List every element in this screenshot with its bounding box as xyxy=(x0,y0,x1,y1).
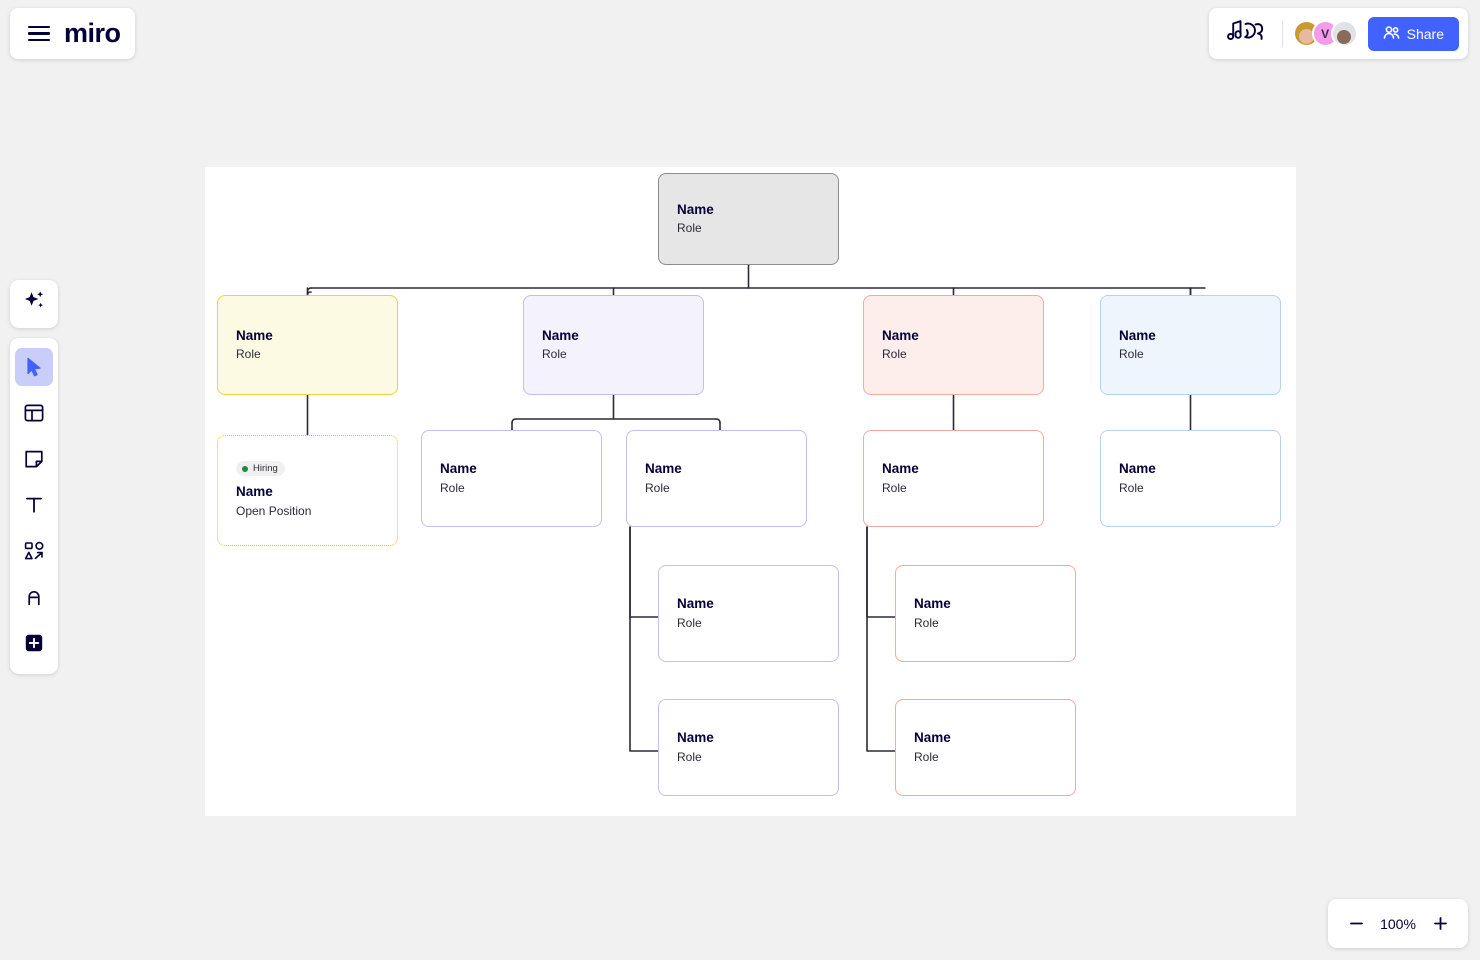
collaborator-avatars: V xyxy=(1292,20,1358,47)
org-node-role: Role xyxy=(645,480,670,495)
org-node-role: Role xyxy=(440,480,465,495)
org-node-role: Role xyxy=(542,347,567,362)
miro-wordmark[interactable]: miro xyxy=(64,18,121,48)
org-node-name: Name xyxy=(882,461,919,477)
org-node-name: Name xyxy=(914,596,951,612)
collaborator-avatar-3[interactable] xyxy=(1330,20,1358,47)
tool-more-apps[interactable] xyxy=(15,624,53,662)
org-node-name: Name xyxy=(677,596,714,612)
org-node-name: Name xyxy=(542,327,579,343)
org-node-name: Name xyxy=(1119,461,1156,477)
people-icon xyxy=(1383,25,1400,43)
hiring-badge: Hiring xyxy=(236,461,285,477)
share-button[interactable]: Share xyxy=(1367,16,1459,51)
org-node-role: Role xyxy=(1119,480,1144,495)
org-node-role: Role xyxy=(236,347,261,362)
org-node-role: Role xyxy=(1119,347,1144,362)
hamburger-menu-icon[interactable] xyxy=(28,26,50,41)
ai-tool-button[interactable] xyxy=(10,280,58,328)
zoom-in-button[interactable] xyxy=(1426,910,1454,938)
sparkle-icon xyxy=(22,289,47,319)
share-button-label: Share xyxy=(1406,25,1444,42)
org-node-name: Name xyxy=(1119,327,1156,343)
tool-templates[interactable] xyxy=(15,394,53,432)
hiring-badge-label: Hiring xyxy=(253,463,278,475)
org-node-name: Name xyxy=(882,327,919,343)
org-node-name: Name xyxy=(677,730,714,746)
org-chart-connectors xyxy=(306,264,1206,752)
org-node-name: Name xyxy=(236,484,273,500)
org-node-role: Role xyxy=(882,480,907,495)
org-node-role: Role xyxy=(914,749,939,764)
app-logo-bar: miro xyxy=(10,8,135,59)
zoom-out-button[interactable] xyxy=(1342,910,1370,938)
tool-text[interactable] xyxy=(15,486,53,524)
toolbar-divider xyxy=(1281,20,1283,47)
music-notes-icon[interactable] xyxy=(1218,18,1272,49)
org-node-role: Role xyxy=(677,615,702,630)
org-node-name: Name xyxy=(677,201,714,217)
org-node-role: Role xyxy=(882,347,907,362)
org-node-role: Role xyxy=(677,221,702,236)
org-node-name: Name xyxy=(236,327,273,343)
tool-shapes[interactable] xyxy=(15,532,53,570)
status-dot-icon xyxy=(242,465,248,472)
zoom-control: 100% xyxy=(1328,899,1468,948)
zoom-level-label[interactable]: 100% xyxy=(1380,915,1416,932)
tool-select[interactable] xyxy=(15,348,53,386)
left-toolbar xyxy=(10,338,58,674)
tool-pen[interactable] xyxy=(15,578,53,616)
org-node-role: Role xyxy=(677,749,702,764)
org-node-role: Role xyxy=(914,615,939,630)
org-node-role: Open Position xyxy=(236,503,312,518)
org-node-name: Name xyxy=(914,730,951,746)
org-node-name: Name xyxy=(645,461,682,477)
org-node-name: Name xyxy=(440,461,477,477)
tool-sticky-note[interactable] xyxy=(15,440,53,478)
top-right-toolbar: V Share xyxy=(1208,8,1468,59)
